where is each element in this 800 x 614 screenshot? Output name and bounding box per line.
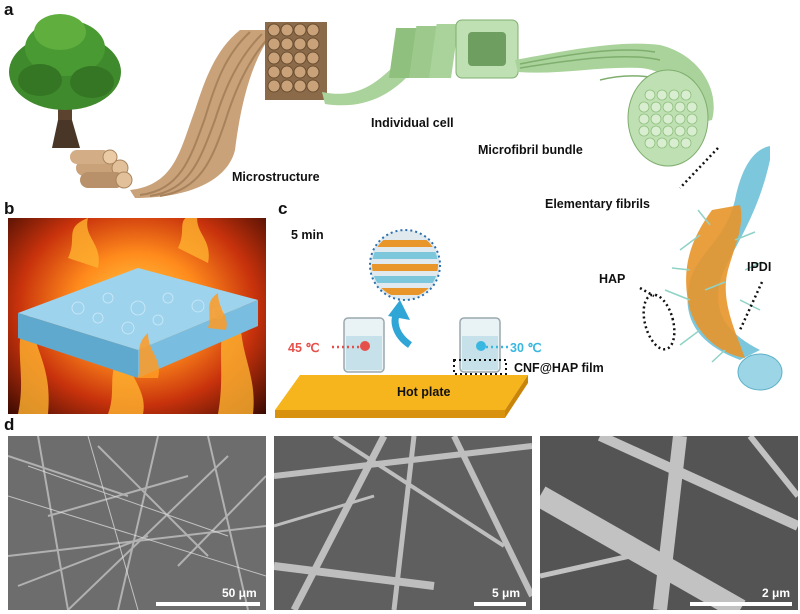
- tree-icon: [9, 14, 121, 148]
- scale-bar-2: [474, 602, 526, 606]
- label-temp-cool: 30 ℃: [510, 341, 542, 355]
- flame-film-photo: [8, 218, 266, 414]
- label-temp-hot: 45 ℃: [288, 341, 320, 355]
- wood-logs-icon: [70, 149, 133, 189]
- panel-label-d: d: [4, 415, 15, 434]
- elementary-fibril: [664, 146, 783, 391]
- magnified-view: [369, 229, 441, 301]
- individual-cell: [322, 19, 519, 106]
- label-individual-cell: Individual cell: [371, 116, 454, 130]
- microfibril-bundle: [515, 43, 714, 167]
- scale-label-1: 50 μm: [222, 586, 257, 600]
- scale-label-3: 2 μm: [762, 586, 791, 600]
- label-elementary-fibrils: Elementary fibrils: [545, 197, 650, 211]
- label-ipdi: IPDI: [747, 260, 772, 274]
- beaker-left: [343, 317, 385, 373]
- label-microstructure: Microstructure: [232, 170, 320, 184]
- beaker-right: [453, 317, 507, 375]
- label-hap: HAP: [599, 272, 626, 286]
- connector-dotted-line: [679, 147, 719, 189]
- label-hot-plate: Hot plate: [397, 385, 451, 399]
- panel-label-b: b: [4, 199, 15, 218]
- scale-label-2: 5 μm: [492, 586, 521, 600]
- label-film: CNF@HAP film: [514, 361, 604, 375]
- sem-image-2: 5 μm: [274, 436, 532, 610]
- sem-image-1: 50 μm: [8, 436, 266, 610]
- panel-label-a: a: [4, 0, 14, 19]
- wood-microstructure: [130, 22, 327, 198]
- scale-bar-3: [690, 602, 792, 606]
- sem-image-3: 2 μm: [540, 436, 798, 610]
- label-time: 5 min: [291, 228, 324, 242]
- panel-label-c: c: [278, 199, 288, 218]
- scale-bar-1: [156, 602, 260, 606]
- label-microfibril-bundle: Microfibril bundle: [478, 143, 583, 157]
- hot-plate: [275, 375, 528, 410]
- hap-highlight-circle: [642, 293, 676, 351]
